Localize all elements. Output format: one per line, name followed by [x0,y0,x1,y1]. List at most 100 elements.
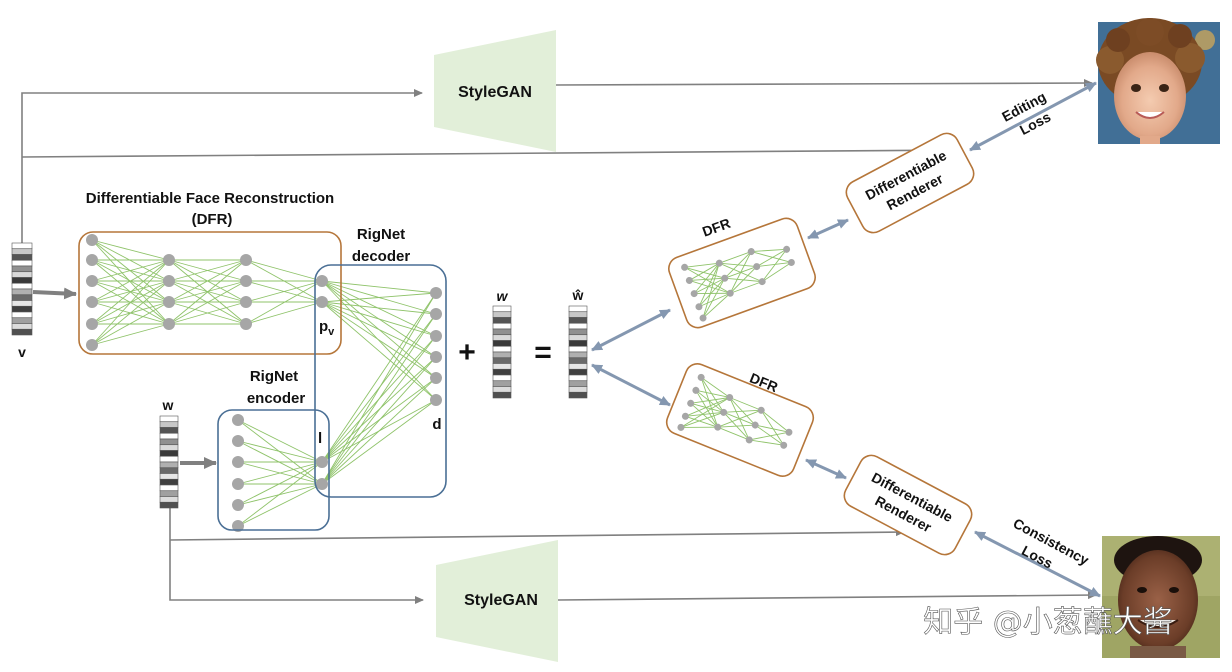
network-edge [723,409,762,413]
bottom-face-image [1102,536,1220,658]
stylegan-bottom-label: StyleGAN [464,592,538,609]
network-edge [717,409,762,428]
pv-label-main: p [319,318,328,335]
network-node [232,456,244,468]
network-node [747,248,755,256]
vector-cell [492,317,512,324]
vector-cell [492,351,512,359]
network-node [430,394,442,406]
dfr-bottom-label: DFR [748,370,781,396]
network-node [430,351,442,363]
v-latent-vector [11,242,33,336]
vector-cell [11,323,33,330]
network-edge [689,280,731,294]
network-node [232,478,244,490]
network-node [721,274,729,282]
editing-loss-label: Editing Loss [999,88,1053,138]
network-node [715,259,723,267]
stylegan-bottom-block [436,540,558,662]
what-to-dfr-top-arrow [591,308,671,352]
network-node [757,406,765,414]
consistency-loss-arrow [974,530,1101,598]
vector-cell [159,490,179,497]
network-edge [91,239,170,282]
network-node [783,245,791,253]
vector-cell [159,421,179,428]
vector-cell [492,380,512,387]
network-edge [91,323,170,346]
network-edge [698,262,720,307]
network-edge [321,313,437,485]
w-hat-latent-vector [568,305,588,399]
network-edge [695,389,730,398]
network-edge [321,301,437,401]
network-node [430,308,442,320]
network-edge [724,251,752,279]
network-node [687,399,695,407]
vector-cell [492,386,512,393]
network-edge [695,390,719,428]
dfr-top-label: DFR [700,215,733,240]
network-edge [91,259,170,346]
what-to-dfr-bottom-arrow [591,363,671,407]
equals-sign: = [534,336,552,369]
plus-sign: + [458,336,476,369]
network-edge [168,259,247,282]
vector-cell [568,380,588,387]
vector-cell [159,467,179,474]
rignet-encoder-box [217,409,330,531]
vector-cell [11,282,33,290]
network-edge [693,277,725,295]
network-node [780,441,788,449]
network-node [753,263,761,271]
dfr-title-line1: Differentiable Face Reconstruction [86,190,334,207]
network-edge [321,292,437,485]
network-node [86,296,98,308]
network-edge [168,259,247,325]
vector-cell [492,368,512,376]
network-node [690,290,698,298]
network-edge [700,377,719,428]
network-edge [761,262,792,282]
network-edge [751,248,787,253]
network-edge [245,259,323,282]
w-latent-vector-middle [492,305,512,399]
network-node [240,275,252,287]
network-edge [91,239,170,303]
vector-cell [159,415,179,423]
vector-cell [11,328,33,336]
vector-cell [492,340,512,347]
d-label: d [432,416,441,433]
vector-cell [568,363,588,370]
vector-cell [568,328,588,336]
vector-cell [568,340,588,347]
rignet-decoder-line2: decoder [352,248,411,265]
network-edge [694,292,731,295]
network-node [430,372,442,384]
network-edge [91,301,170,346]
vector-cell [568,357,588,364]
vector-cell [568,351,588,359]
network-edge [749,431,790,441]
network-node [86,318,98,330]
network-edge [321,292,437,463]
vector-cell [159,432,179,440]
vector-cell [11,288,33,296]
network-node [163,318,175,330]
vector-cell [159,438,179,446]
l-label: l [318,430,322,447]
network-node [86,275,98,287]
left-network-nodes [86,234,442,532]
network-node [787,258,795,266]
rignet-decoder-box [314,264,447,498]
vector-cell [492,305,512,313]
network-node [316,296,328,308]
dfr-top-to-renderer-arrow [807,218,849,240]
dfr-bottom-group [665,363,815,477]
network-edge [237,461,323,485]
network-node [745,436,753,444]
vector-cell [492,374,512,382]
network-edge [321,280,437,337]
network-edge [690,402,724,413]
network-edge [760,409,785,446]
